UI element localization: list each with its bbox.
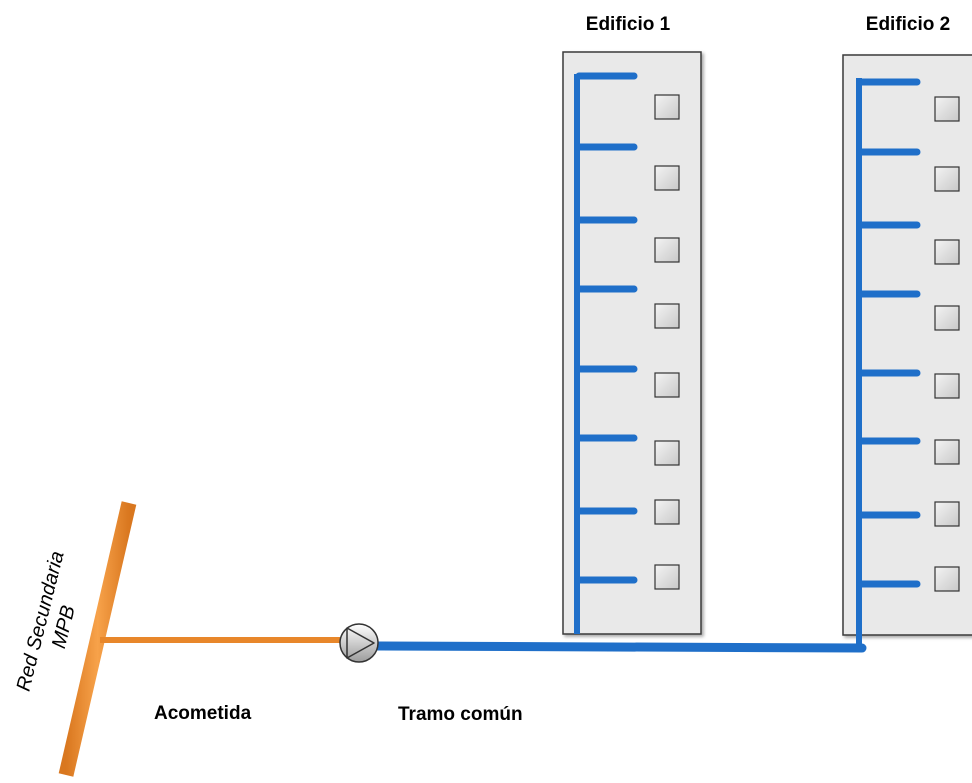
building-1-riser [574,72,638,634]
dwelling-unit-icon [654,440,680,466]
dwelling-unit-icon [654,372,680,398]
building-1-body [562,51,702,635]
building-1-title: Edificio 1 [586,14,671,35]
building-2-title: Edificio 2 [866,14,950,35]
dwelling-unit-icon [654,165,680,191]
dwelling-unit-icon [654,564,680,590]
service-pipe-label: Acometida [154,703,252,724]
common-section-label: Tramo común [398,704,523,725]
building-2 [842,54,972,650]
dwelling-unit-icon [934,166,960,192]
building-2-units [934,96,960,592]
dwelling-unit-icon [934,96,960,122]
secondary-network-pipe [58,501,137,777]
building-1-units [654,94,680,590]
common-section-pipe [373,641,867,653]
dwelling-unit-icon [654,499,680,525]
building-1 [562,51,702,635]
dwelling-unit-icon [654,237,680,263]
building-2-riser [856,78,921,650]
secondary-network-label: Red Secundaria MPB [13,549,80,693]
dwelling-unit-icon [934,501,960,527]
dwelling-unit-icon [934,439,960,465]
dwelling-unit-icon [934,373,960,399]
dwelling-unit-icon [934,239,960,265]
building-2-body [842,54,972,636]
check-valve-icon [339,623,379,663]
dwelling-unit-icon [934,566,960,592]
dwelling-unit-icon [654,303,680,329]
dwelling-unit-icon [654,94,680,120]
dwelling-unit-icon [934,305,960,331]
